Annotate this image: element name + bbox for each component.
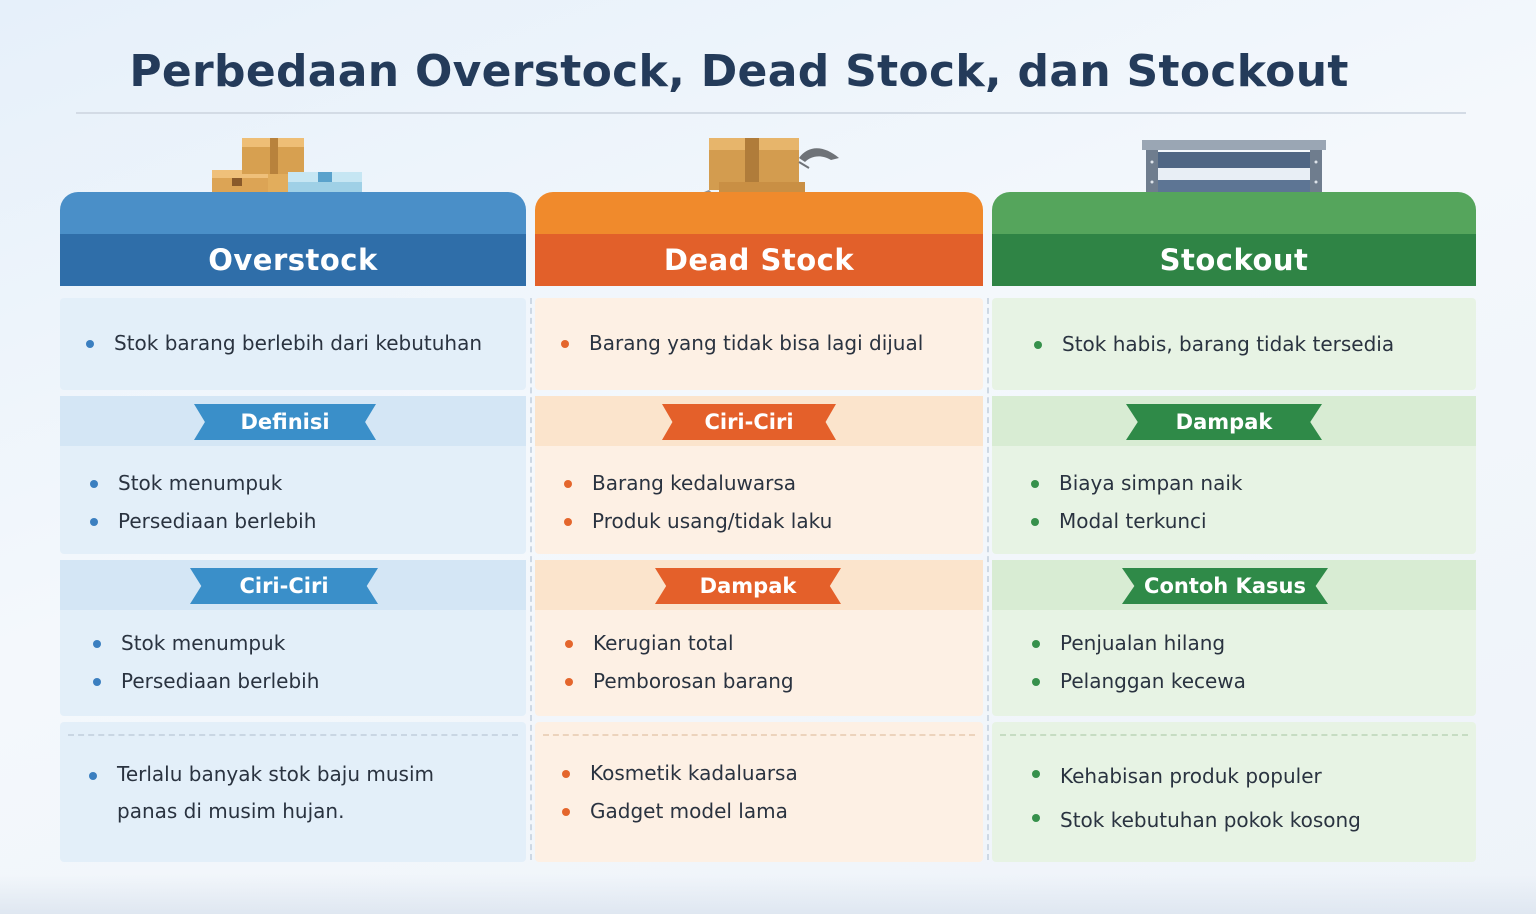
list-item: Persediaan berlebih [93,662,513,700]
overstock-section2-panel: Ciri-Ciri Stok menumpuk Persediaan berle… [60,560,526,716]
dead-stock-intro-panel: Barang yang tidak bisa lagi dijual [535,298,983,390]
list-item: Persediaan berlebih [90,502,510,540]
stockout-intro-panel: Stok habis, barang tidak tersedia [992,298,1476,390]
dead-stock-section2-list: Kerugian total Pemborosan barang [565,624,975,700]
bottom-fade [0,874,1536,914]
list-item: Stok menumpuk [90,464,510,502]
list-item: Stok menumpuk [93,624,513,662]
overstock-section1-ribbon: Definisi [194,404,376,440]
dead-stock-intro-list: Barang yang tidak bisa lagi dijual [561,324,971,362]
dead-stock-section1-panel: Ciri-Ciri Barang kedaluwarsa Produk usan… [535,396,983,554]
dead-stock-header: Dead Stock [535,234,983,286]
dead-stock-section2-ribbon: Dampak [655,568,841,604]
overstock-section2-ribbon: Ciri-Ciri [190,568,378,604]
stockout-section1-list: Biaya simpan naik Modal terkunci [1031,464,1461,540]
overstock-section2-list: Stok menumpuk Persediaan berlebih [93,624,513,700]
overstock-header: Overstock [60,234,526,286]
list-item: Kehabisan produk populer [1032,754,1462,798]
list-item: Stok barang berlebih dari kebutuhan [86,324,516,362]
stockout-intro-list: Stok habis, barang tidak tersedia [1034,325,1464,363]
column-separator [987,298,989,860]
list-item: Biaya simpan naik [1031,464,1461,502]
stockout-section2-list: Penjualan hilang Pelanggan kecewa [1032,624,1462,700]
overstock-intro-list: Stok barang berlebih dari kebutuhan [86,324,516,362]
stockout-dashed-divider [1000,734,1468,736]
overstock-section3-list: Terlalu banyak stok baju musim panas di … [89,756,469,830]
list-item: Gadget model lama [562,792,972,830]
list-item: Stok kebutuhan pokok kosong [1032,798,1462,842]
list-item: Stok habis, barang tidak tersedia [1034,325,1464,363]
list-item: Barang yang tidak bisa lagi dijual [561,324,971,362]
stockout-header: Stockout [992,234,1476,286]
overstock-section3-panel: Terlalu banyak stok baju musim panas di … [60,722,526,862]
dead-stock-header-top [535,192,983,236]
column-separator [530,298,532,860]
title-divider [76,112,1466,114]
stockout-section1-ribbon: Dampak [1126,404,1322,440]
list-item: Produk usang/tidak laku [564,502,974,540]
list-item: Barang kedaluwarsa [564,464,974,502]
dead-stock-section1-ribbon: Ciri-Ciri [662,404,836,440]
dead-stock-section3-panel: Kosmetik kadaluarsa Gadget model lama [535,722,983,862]
list-item: Terlalu banyak stok baju musim panas di … [89,756,469,830]
dead-stock-section3-list: Kosmetik kadaluarsa Gadget model lama [562,754,972,830]
dead-stock-dashed-divider [543,734,975,736]
list-item: Pelanggan kecewa [1032,662,1462,700]
overstock-section1-panel: Definisi Stok menumpuk Persediaan berleb… [60,396,526,554]
overstock-header-top [60,192,526,236]
overstock-intro-panel: Stok barang berlebih dari kebutuhan [60,298,526,390]
dead-stock-section1-list: Barang kedaluwarsa Produk usang/tidak la… [564,464,974,540]
list-item: Penjualan hilang [1032,624,1462,662]
stockout-section2-ribbon: Contoh Kasus [1122,568,1328,604]
stockout-section2-panel: Contoh Kasus Penjualan hilang Pelanggan … [992,560,1476,716]
list-item: Modal terkunci [1031,502,1461,540]
list-item: Kosmetik kadaluarsa [562,754,972,792]
overstock-dashed-divider [68,734,518,736]
list-item: Kerugian total [565,624,975,662]
stockout-header-top [992,192,1476,236]
stockout-section3-list: Kehabisan produk populer Stok kebutuhan … [1032,754,1462,842]
list-item: Pemborosan barang [565,662,975,700]
dead-stock-section2-panel: Dampak Kerugian total Pemborosan barang [535,560,983,716]
overstock-section1-list: Stok menumpuk Persediaan berlebih [90,464,510,540]
stockout-section3-panel: Kehabisan produk populer Stok kebutuhan … [992,722,1476,862]
page-title: Perbedaan Overstock, Dead Stock, dan Sto… [129,46,1349,97]
stockout-section1-panel: Dampak Biaya simpan naik Modal terkunci [992,396,1476,554]
